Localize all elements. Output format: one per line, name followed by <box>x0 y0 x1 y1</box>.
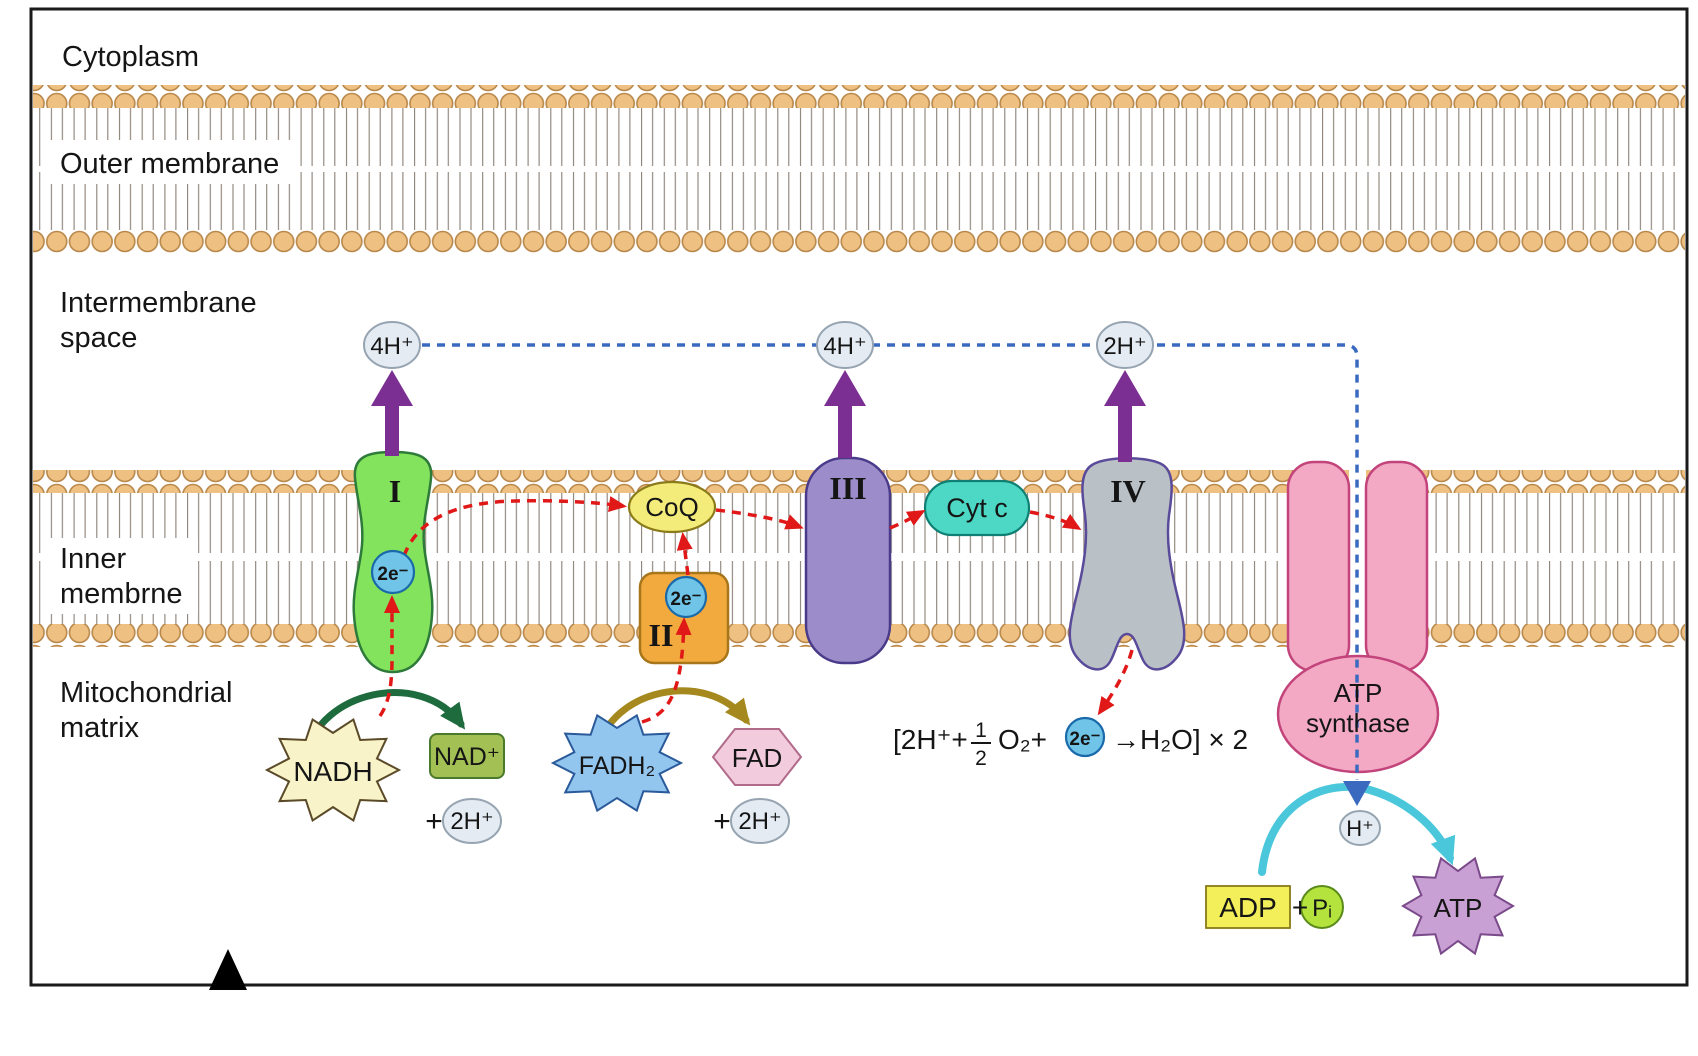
electron-path-cytc-to-iv <box>1029 510 1082 531</box>
adp-label: ADP <box>1219 892 1277 923</box>
proton-circle-fad <box>730 798 790 844</box>
intermembrane-space-label-line1: Intermembrane <box>60 287 257 319</box>
coq-shape <box>627 480 717 534</box>
electron-path-coq-to-iii <box>715 508 804 530</box>
outer-membrane-heads-bottom <box>33 230 1685 253</box>
proton-synthase-label: H⁺ <box>1346 816 1374 841</box>
cyt-c-shape <box>923 479 1031 537</box>
proton-return-arrowhead <box>1343 781 1371 806</box>
pump-arrow-complex-iii <box>824 370 866 458</box>
proton-count-complex-i: 4H⁺ <box>370 333 413 360</box>
oxygen-reaction-fraction-denominator: 2 <box>975 747 987 770</box>
electron-circle-complex-ii <box>664 575 708 619</box>
electron-label-complex-i: 2e⁻ <box>377 564 408 585</box>
electron-circle-reaction <box>1064 716 1106 758</box>
proton-return-path <box>392 343 1359 780</box>
outer-membrane-label-bg <box>46 140 298 184</box>
adp-plus-sign: + <box>1292 892 1308 923</box>
nad-label: NAD⁺ <box>434 743 500 771</box>
outer-membrane-tails-bottom <box>33 172 1685 230</box>
inner-membrane-label-bg <box>46 538 198 614</box>
outer-membrane-label: Outer membrane <box>60 148 279 180</box>
complex-iv-shape <box>1068 457 1186 671</box>
intermembrane-space-label-line2: space <box>60 322 137 354</box>
fad-protons-label: 2H⁺ <box>738 808 781 835</box>
proton-circle-complex-iii <box>816 321 874 369</box>
atp-label: ATP <box>1434 893 1483 923</box>
inner-membrane-label-line2: membrne <box>60 578 183 610</box>
proton-count-complex-iv: 2H⁺ <box>1103 333 1146 360</box>
electron-label-reaction: 2e⁻ <box>1069 729 1100 750</box>
electron-label-complex-ii: 2e⁻ <box>670 589 701 610</box>
proton-circle-complex-iv <box>1096 321 1154 369</box>
cyt-c-label: Cyt c <box>946 493 1008 523</box>
electron-path-nadh-to-i <box>378 595 400 717</box>
pi-circle <box>1300 885 1344 929</box>
nad-plus-sign: + <box>425 805 443 838</box>
proton-circle-complex-i <box>363 321 421 369</box>
atp-synthase <box>1276 460 1440 774</box>
electron-path <box>378 496 1134 724</box>
electron-circle-complex-i <box>370 549 416 595</box>
pump-arrow-complex-iv <box>1104 370 1146 462</box>
oxygen-reaction-fraction-numerator: 1 <box>975 719 987 742</box>
atp-synthase-right-column <box>1364 460 1429 673</box>
matrix-label-line1: Mitochondrial <box>60 677 232 709</box>
atp-synthase-channel <box>1349 468 1366 664</box>
fad-label: FAD <box>732 743 783 773</box>
bottom-pointer-triangle <box>209 949 247 990</box>
nadh-label: NADH <box>293 756 372 787</box>
proton-pump-arrows <box>371 370 1146 462</box>
fad-hexagon <box>711 728 803 786</box>
matrix-label-line2: matrix <box>60 712 139 744</box>
atp-synthase-left-column <box>1286 460 1351 673</box>
pump-arrow-complex-i <box>371 370 413 456</box>
complex-iii-label: III <box>829 470 866 506</box>
proton-circles <box>363 321 1381 846</box>
fad-plus-sign: + <box>713 805 731 838</box>
complex-ii-label: II <box>649 617 674 653</box>
fadh2-label: FADH₂ <box>579 752 655 780</box>
electron-path-iv-to-oxygen <box>1097 649 1134 716</box>
electron-path-ii-to-coq <box>676 532 693 576</box>
outer-membrane-heads-top <box>33 85 1685 108</box>
coq-label: CoQ <box>645 492 698 522</box>
adp-box <box>1205 885 1291 929</box>
complex-i-label: I <box>389 473 401 509</box>
oxygen-reaction-part2: O₂+ <box>998 724 1047 755</box>
nad-protons-label: 2H⁺ <box>450 808 493 835</box>
electron-path-i-to-coq <box>402 496 627 557</box>
electron-path-fadh2-to-ii <box>641 617 692 724</box>
inner-membrane-label-line1: Inner <box>60 543 126 575</box>
outer-membrane-bilayer <box>33 85 1685 253</box>
complex-iv-label: IV <box>1110 473 1146 509</box>
atp-synthase-label-line1: ATP <box>1334 678 1383 708</box>
atp-synthase-label-line2: synthase <box>1306 708 1410 738</box>
oxygen-reaction-part1: [2H⁺+ <box>893 724 968 755</box>
electron-path-iii-to-cytc <box>889 510 926 530</box>
proton-circle-synthase <box>1339 810 1381 846</box>
proton-count-complex-iii: 4H⁺ <box>823 333 866 360</box>
pi-label: Pᵢ <box>1312 895 1332 922</box>
cytoplasm-label: Cytoplasm <box>62 41 199 73</box>
proton-circle-nad <box>442 798 502 844</box>
oxygen-reaction-part3: →H₂O] × 2 <box>1112 724 1248 755</box>
nad-box <box>429 733 505 779</box>
outer-membrane-tails-top <box>33 108 1685 166</box>
